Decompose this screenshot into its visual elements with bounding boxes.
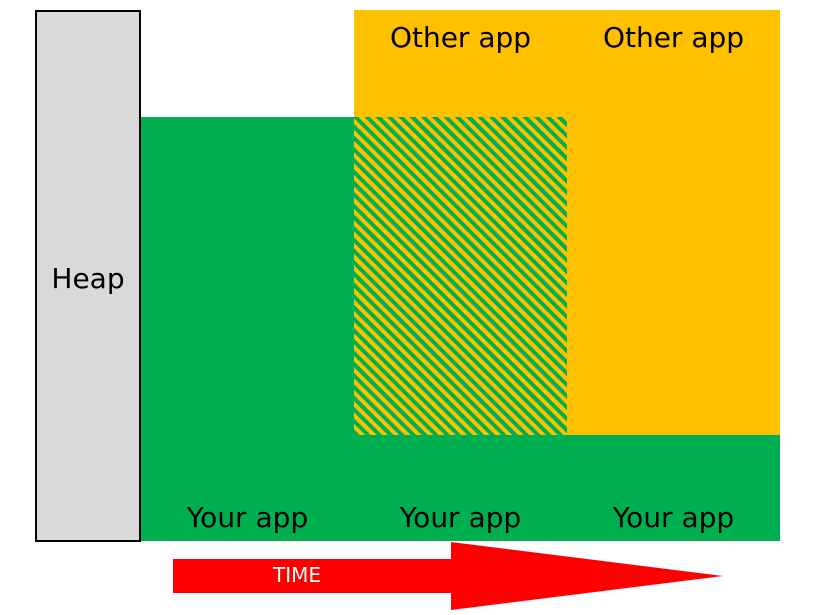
heap-label: Heap <box>51 262 125 295</box>
heap-bar: Heap <box>35 10 141 542</box>
time-arrow: TIME <box>173 542 723 610</box>
time-label: TIME <box>273 563 322 587</box>
your-app-label-1: Your app <box>186 501 309 534</box>
overlap-hatch-block <box>354 117 567 435</box>
your-app-block-1 <box>141 117 354 541</box>
your-app-label-3: Your app <box>612 501 735 534</box>
your-app-label-2: Your app <box>399 501 522 534</box>
time-arrow-shape <box>173 542 723 610</box>
your-app-block-2 <box>354 435 567 541</box>
other-app-block-3 <box>567 10 780 435</box>
other-app-label-2: Other app <box>389 21 532 54</box>
other-app-block-2 <box>354 10 567 117</box>
your-app-block-3 <box>567 435 780 541</box>
other-app-label-3: Other app <box>602 21 745 54</box>
